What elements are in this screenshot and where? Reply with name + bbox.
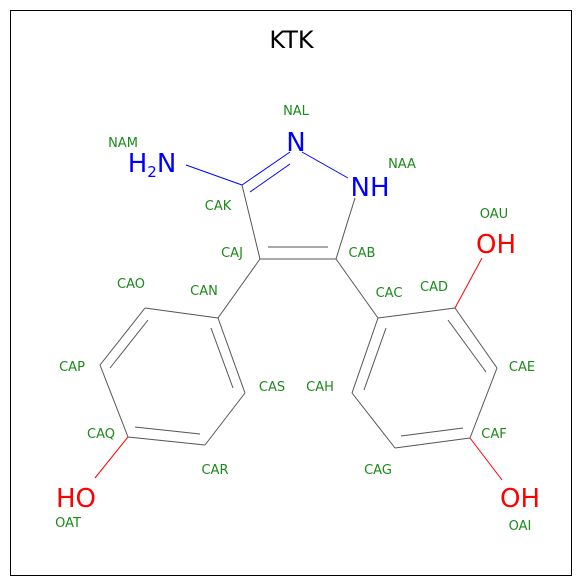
label-nal: NAL bbox=[283, 104, 310, 119]
bond-car-cas bbox=[204, 392, 246, 446]
bond-nal-naa bbox=[301, 151, 349, 179]
label-cab: CAB bbox=[349, 246, 376, 261]
diagram-frame bbox=[10, 10, 572, 576]
label-oau: OAU bbox=[480, 207, 508, 222]
label-cap: CAP bbox=[59, 360, 85, 375]
bond-caj-cak bbox=[241, 184, 261, 260]
bond-cab-cac bbox=[335, 258, 379, 319]
o-oau-symbol: OH bbox=[476, 230, 516, 260]
label-caj: CAJ bbox=[221, 246, 243, 261]
label-cao: CAO bbox=[117, 277, 145, 292]
bond-cak-nal-double bbox=[249, 163, 291, 193]
bond-cak-nam bbox=[185, 164, 243, 186]
bond-caq-oat bbox=[94, 436, 129, 479]
heteroatom-symbols: N NH H2N OH OH HO bbox=[56, 128, 540, 514]
label-cag: CAG bbox=[364, 463, 392, 478]
label-naa: NAA bbox=[388, 157, 416, 172]
label-nam: NAM bbox=[108, 136, 138, 151]
bond-can-cao bbox=[144, 307, 219, 319]
o-oai-symbol: OH bbox=[500, 484, 540, 514]
bond-cag-cah bbox=[351, 392, 396, 449]
bond-cad-oau bbox=[454, 257, 483, 309]
n-nam-symbol: H2N bbox=[128, 149, 177, 181]
o-oat-symbol: HO bbox=[56, 484, 96, 514]
bond-cao-cap bbox=[99, 307, 146, 366]
bond-cap-caq bbox=[99, 364, 129, 438]
bond-cak-nal bbox=[241, 151, 291, 186]
label-caq: CAQ bbox=[87, 427, 115, 442]
bond-cad-cae bbox=[454, 307, 498, 369]
bond-caq-car bbox=[127, 436, 206, 446]
bond-cac-cad bbox=[377, 307, 456, 319]
label-cac: CAC bbox=[376, 286, 403, 301]
bond-cao-cap-double bbox=[109, 319, 149, 369]
label-cas: CAS bbox=[259, 380, 285, 395]
label-cak: CAK bbox=[205, 199, 232, 214]
bond-cah-cac-double bbox=[363, 327, 387, 391]
n-naa-symbol: NH bbox=[351, 173, 390, 203]
bond-cad-cae-double bbox=[447, 319, 487, 373]
bond-caq-car-double bbox=[134, 426, 201, 435]
n-nal-symbol: N bbox=[286, 128, 305, 158]
bond-caf-oai bbox=[469, 437, 503, 481]
label-cah: CAH bbox=[306, 380, 334, 395]
diagram-title: KTK bbox=[269, 26, 314, 54]
label-cad: CAD bbox=[420, 280, 448, 295]
bond-cas-can-double bbox=[210, 327, 234, 389]
label-can: CAN bbox=[190, 284, 218, 299]
label-cae: CAE bbox=[509, 360, 535, 375]
bond-caf-cag bbox=[394, 437, 471, 449]
bond-cae-caf bbox=[469, 367, 498, 439]
label-car: CAR bbox=[201, 463, 228, 478]
bond-cas-can bbox=[217, 317, 246, 394]
bond-cah-cac bbox=[351, 317, 379, 394]
bond-caj-can bbox=[217, 258, 261, 319]
label-caf: CAF bbox=[481, 427, 506, 442]
bonds bbox=[94, 151, 503, 481]
bond-caf-cag-double bbox=[400, 427, 464, 437]
atom-labels: NAL NAA NAM CAK CAJ CAB OAU CAO CAN CAC … bbox=[55, 104, 535, 534]
label-oai: OAI bbox=[509, 519, 532, 534]
bond-naa-cab bbox=[335, 197, 356, 260]
label-oat: OAT bbox=[55, 516, 81, 531]
